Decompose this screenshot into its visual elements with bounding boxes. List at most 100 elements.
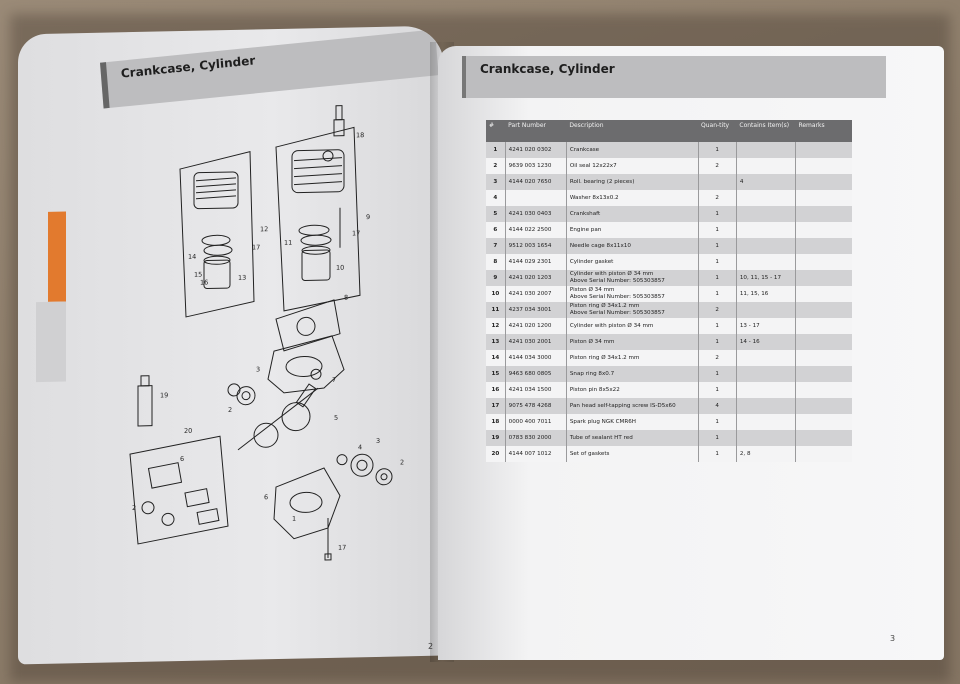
row-remarks: [794, 414, 852, 430]
row-description: Snap ring 8x0.7: [565, 366, 699, 382]
row-description-line: Tube of sealant HT red: [569, 434, 633, 441]
row-number: 9: [486, 270, 506, 286]
callout-label: 6: [180, 455, 184, 463]
row-number: 12: [486, 318, 506, 334]
callout-label: 8: [344, 294, 348, 302]
callout-label: 11: [284, 239, 292, 247]
row-description-line: Cylinder with piston Ø 34 mm: [569, 271, 654, 277]
row-contains: [735, 382, 796, 398]
row-contains: [735, 430, 796, 446]
crankshaft-drawing: [237, 383, 319, 451]
engine-pan-drawing: [273, 467, 341, 540]
row-quantity: 1: [697, 318, 737, 334]
row-remarks: [794, 318, 852, 334]
row-description: Piston ring Ø 34x1.2 mm: [565, 350, 699, 366]
row-remarks: [794, 206, 852, 222]
row-description-serial: Above Serial Number: 505303857: [569, 294, 665, 300]
row-remarks: [794, 142, 852, 158]
row-remarks: [794, 222, 852, 238]
row-remarks: [794, 430, 852, 446]
left-title-text: Crankcase, Cylinder: [120, 53, 256, 81]
row-description: Crankcase: [565, 142, 699, 158]
left-page: Crankcase, Cylinder: [18, 25, 444, 665]
row-remarks: [794, 334, 852, 350]
row-quantity: [697, 174, 737, 190]
exploded-parts-diagram: 18 12 9 17 17 11 10 14 15 16 13 8 3 7 19…: [129, 105, 404, 561]
row-description: Piston Ø 34 mm: [565, 334, 699, 350]
row-quantity: 1: [697, 142, 737, 158]
row-contains: [735, 350, 796, 366]
row-contains: 2, 8: [735, 446, 796, 462]
row-description: Crankshaft: [565, 206, 699, 222]
row-contains: 4: [735, 174, 796, 190]
callout-label: 3: [376, 437, 380, 445]
row-number: 6: [486, 222, 506, 238]
row-contains: 10, 11, 15 - 17: [735, 270, 796, 286]
callout-label: 20: [184, 427, 192, 435]
row-contains: [735, 302, 796, 318]
row-description-line: Piston Ø 34 mm: [569, 338, 615, 345]
row-remarks: [794, 270, 852, 286]
row-contains: [735, 414, 796, 430]
diagram-callouts: 18 12 9 17 17 11 10 14 15 16 13 8 3 7 19…: [132, 131, 404, 552]
cylinder-12-frame: [179, 150, 255, 318]
row-description-line: Roll. bearing (2 pieces): [569, 178, 635, 185]
callout-label: 17: [352, 229, 360, 237]
row-part-number: 4241 020 1203: [504, 270, 567, 286]
row-description: Oil seal 12x22x7: [565, 158, 699, 174]
row-quantity: 2: [697, 190, 737, 206]
row-quantity: 1: [697, 430, 737, 446]
row-part-number: [504, 190, 567, 206]
callout-label: 2: [228, 406, 232, 414]
parts-table: # Part Number Description Quan-tity Cont…: [486, 120, 852, 462]
row-description: Cylinder with piston Ø 34 mm: [565, 318, 699, 334]
callout-label: 5: [334, 414, 338, 422]
row-number: 13: [486, 334, 506, 350]
row-description-line: Snap ring 8x0.7: [569, 370, 615, 377]
row-part-number: 4241 030 2007: [504, 286, 567, 302]
row-contains: [735, 222, 796, 238]
right-page: Crankcase, Cylinder # Part Number Descri…: [438, 46, 944, 660]
row-part-number: 0783 830 2000: [504, 430, 567, 446]
callout-label: 3: [256, 365, 260, 373]
callout-label: 18: [356, 131, 364, 139]
callout-label: 1: [292, 515, 296, 523]
row-number: 16: [486, 382, 506, 398]
row-number: 1: [486, 142, 506, 158]
row-description-line: Piston pin 8x5x22: [569, 386, 620, 393]
row-remarks: [794, 190, 852, 206]
callout-label: 17: [338, 544, 346, 552]
header-quantity: Quan-tity: [698, 120, 737, 142]
row-contains: 13 - 17: [735, 318, 796, 334]
row-contains: [735, 190, 796, 206]
row-contains: [735, 206, 796, 222]
row-quantity: 2: [697, 350, 737, 366]
row-description-serial: Above Serial Number: 505303857: [569, 310, 665, 316]
gasket-set-frame: [129, 435, 229, 545]
row-contains: 11, 15, 16: [735, 286, 796, 302]
row-remarks: [794, 238, 852, 254]
row-quantity: 1: [697, 238, 737, 254]
callout-label: 6: [264, 493, 268, 501]
parts-table-header: # Part Number Description Quan-tity Cont…: [486, 120, 852, 142]
row-remarks: [794, 158, 852, 174]
row-quantity: 1: [697, 382, 737, 398]
row-contains: [735, 158, 796, 174]
row-part-number: 4241 030 0403: [504, 206, 567, 222]
row-description-line: Crankcase: [569, 146, 600, 153]
row-number: 5: [486, 206, 506, 222]
row-remarks: [794, 286, 852, 302]
row-description-line: Crankshaft: [569, 210, 601, 217]
callout-label: 12: [260, 225, 268, 233]
